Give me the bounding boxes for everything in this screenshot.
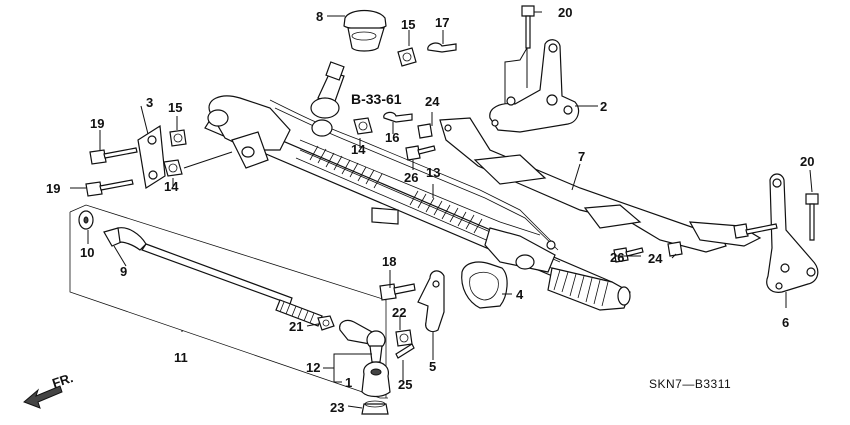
bolt-19-lower — [85, 179, 134, 197]
nut-14-left — [163, 159, 183, 177]
callout-label: 21 — [289, 319, 303, 334]
bolt-26-right — [613, 247, 644, 263]
jam-nut — [317, 315, 335, 331]
callout-label: 16 — [385, 130, 399, 145]
mount-bracket-upper — [489, 39, 580, 133]
mount-rubber-cap — [343, 9, 387, 52]
callout-label: 4 — [516, 287, 524, 302]
callout-label: 3 — [146, 95, 153, 110]
leader-lines — [70, 11, 813, 409]
nut-24-top — [417, 123, 433, 139]
nut-22 — [395, 329, 413, 347]
tie-rod-assembly-outline — [69, 204, 388, 399]
callout-label: 6 — [782, 315, 789, 330]
callout-label: 14 — [351, 142, 366, 157]
callout-label: 11 — [174, 350, 188, 365]
callout-label: 12 — [306, 360, 320, 375]
callout-label: 1 — [345, 375, 352, 390]
front-direction-arrow: FR. — [23, 370, 75, 409]
nut-15-top — [397, 47, 417, 67]
bolt-right-bracket-7 — [733, 223, 778, 239]
drawing-code-label: SKN7—B3311 — [649, 377, 731, 391]
bolt-16 — [383, 111, 413, 123]
callout-labels: 1 2 3 4 5 6 7 8 9 10 11 12 13 14 14 15 1… — [46, 5, 814, 415]
callout-label: 9 — [120, 264, 127, 279]
bolt-20-top — [521, 5, 535, 49]
nut-14-top — [353, 117, 373, 135]
steering-rack-housing — [204, 61, 613, 299]
mount-bracket-left — [137, 124, 166, 189]
mount-bracket-right — [766, 173, 819, 293]
lock-washer — [78, 210, 94, 230]
tie-rod-end — [339, 319, 386, 363]
rack-bellows — [309, 145, 483, 234]
nut-15-left — [169, 129, 187, 147]
callout-label: 20 — [800, 154, 814, 169]
callout-label: 24 — [648, 251, 663, 266]
right-dust-boot — [547, 267, 631, 311]
callout-label: 15 — [401, 17, 415, 32]
ball-joint-boot — [361, 361, 391, 398]
castle-nut — [361, 400, 389, 415]
callout-label: 8 — [316, 9, 323, 24]
callout-label: 19 — [90, 116, 104, 131]
bolt-20-right — [805, 193, 819, 241]
callout-label: 10 — [80, 245, 94, 260]
callout-label: 25 — [398, 377, 412, 392]
callout-label: 22 — [392, 305, 406, 320]
callout-label: 26 — [610, 250, 624, 265]
callout-label: 15 — [168, 100, 182, 115]
bolt-26-top — [405, 145, 436, 161]
callout-label: 17 — [435, 15, 449, 30]
tie-rod — [103, 227, 323, 327]
clamp-bracket — [417, 270, 445, 333]
callout-label: 20 — [558, 5, 572, 20]
callout-label: 23 — [330, 400, 344, 415]
callout-label: 26 — [404, 170, 418, 185]
callout-label: 14 — [164, 179, 179, 194]
front-direction-label: FR. — [50, 370, 75, 391]
callout-label: 13 — [426, 165, 440, 180]
bolt-19-upper — [89, 147, 138, 165]
section-reference-label: B-33-61 — [351, 91, 402, 107]
callout-label: 24 — [425, 94, 440, 109]
bolt-17 — [427, 42, 457, 53]
callout-label: 19 — [46, 181, 60, 196]
callout-label: 18 — [382, 254, 396, 269]
nut-24-right — [667, 241, 683, 257]
callout-label: 2 — [600, 99, 607, 114]
callout-label: 7 — [578, 149, 585, 164]
bolt-18 — [379, 283, 416, 301]
cotter-pin — [395, 343, 415, 359]
rack-grommet — [461, 261, 508, 309]
callout-label: 5 — [429, 359, 436, 374]
